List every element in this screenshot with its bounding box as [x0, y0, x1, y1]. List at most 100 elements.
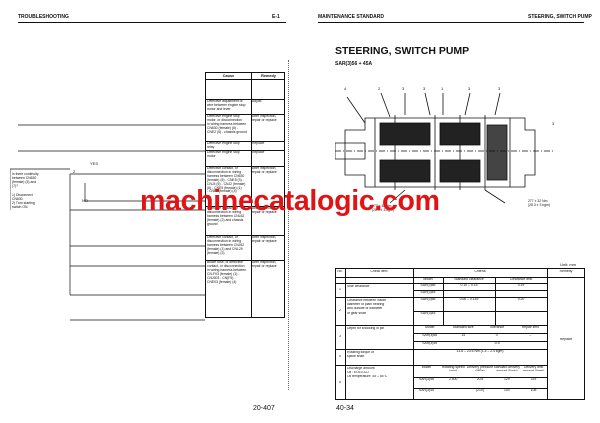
flow-yes-label: YES [90, 161, 99, 166]
callout-2: 2 [378, 86, 381, 91]
criteria-cell: 0.20 [517, 298, 525, 301]
criteria-cell [443, 291, 495, 296]
remedy-cell: After inspection,repair or replace [252, 261, 277, 268]
criteria-cell: -0.5 [493, 342, 500, 345]
remedy-cell: Adjust [252, 100, 262, 103]
criteria-cell [447, 342, 481, 347]
callout-1: 1 [441, 86, 444, 91]
left-header-title: TROUBLESHOOTING [18, 14, 69, 20]
row-rule [335, 365, 547, 366]
header-no: No. [337, 270, 343, 273]
header-rule [335, 277, 585, 278]
table-row-divider [205, 114, 285, 115]
torque-note-left: 277 ± 32 Nm (28.3 ± 3 kgm) [372, 204, 394, 212]
callout-3c: 3 [468, 86, 471, 91]
col-remedy-header: Remedy [252, 73, 285, 80]
criteria-subrule [413, 341, 547, 342]
maintenance-table [335, 268, 585, 400]
criteria-cell: SAR(3)45 [420, 312, 436, 315]
criteria-subrule [413, 290, 547, 291]
remedy-cell: After inspection,repair or replace [252, 207, 277, 214]
check-item-text: Discharge amount [347, 367, 375, 370]
criteria-cell: 0.06 – 0.149 [459, 298, 479, 301]
check-item-text: Side clearance [347, 285, 370, 288]
criteria-cell: 13.8 – 23.6 Nm (1.4 – 2.4 kgm) [456, 350, 504, 353]
criteria-subrule [413, 333, 547, 334]
criteria-cell: Model [421, 366, 432, 369]
watermark-text: machinecatalogic.com [140, 185, 440, 217]
flow-question: Is there continuity between CN630 (femal… [12, 172, 39, 188]
table-row-divider [205, 141, 285, 142]
cause-remedy-table: Cause Remedy [205, 72, 285, 318]
remedy-cell: Replace [559, 338, 573, 341]
criteria-cell: 14 [461, 334, 466, 337]
column-divider [251, 80, 252, 318]
criteria-cell: 2,500 [448, 377, 458, 381]
row-number: 2 [339, 309, 341, 312]
row-rule [335, 283, 547, 284]
left-page-number: 20-407 [253, 405, 275, 412]
left-header-code: E-1 [272, 14, 280, 20]
criteria-cell: 0 [495, 334, 498, 337]
row-rule [335, 297, 547, 298]
check-item-text: Rotating torque of [347, 351, 374, 354]
criteria-cell: SAR(3)56 [422, 334, 438, 337]
criteria-subrule [413, 388, 547, 390]
criteria-cell: SAR(3)45 [420, 291, 436, 294]
check-item-text: Oil temperature: 45 – 55°C [347, 375, 388, 379]
row-rule [335, 349, 547, 350]
callout-3d: 3 [498, 86, 501, 91]
table-row-divider [205, 150, 285, 151]
page-title: STEERING, SWITCH PUMP [335, 45, 470, 57]
right-header-rule [318, 22, 584, 23]
left-page-edge [288, 60, 289, 390]
criteria-cell [440, 389, 467, 394]
col-divider-no [345, 268, 346, 400]
criteria-cell: 20.6 [476, 377, 484, 381]
row-rule [335, 325, 547, 326]
remedy-cell: After inspection,repair or replace [252, 236, 277, 243]
unit-label: Unit: mm [560, 262, 576, 267]
flow-node-number: 2 [73, 169, 76, 174]
table-row-divider [205, 99, 285, 100]
criteria-cell: 104 [503, 389, 510, 393]
header-criteria: Criteria [474, 270, 486, 273]
check-item-text: spline shaft [347, 355, 365, 359]
criteria-cell: 108 [530, 389, 537, 393]
criteria-cell: SAR(3)56 [418, 377, 434, 381]
row-number: 4 [339, 355, 341, 358]
right-header-right: STEERING, SWITCH PUMP [528, 14, 592, 20]
subcol-divider [495, 277, 496, 325]
criteria-cell: SAR(3)56 [420, 284, 436, 287]
header-remedy: Remedy [559, 270, 573, 273]
subheader-cell: Standard clearance [454, 278, 484, 281]
criteria-cell: SAR(3)45 [422, 342, 438, 345]
criteria-subrule [413, 376, 547, 378]
row-number: 3 [339, 335, 341, 338]
left-header-rule [18, 22, 286, 23]
check-item-text: of gear shaft [347, 311, 366, 315]
check-item-text: diameter of plain bearing [347, 303, 385, 307]
criteria-cell: Delivery pressure (MPa) [466, 366, 494, 371]
col-divider-criteria [547, 268, 548, 400]
criteria-cell [443, 312, 495, 317]
callout-3e: 3 [552, 121, 555, 126]
right-page-number: 40-34 [336, 405, 354, 412]
page-subtitle: SAR(3)56 + 45A [335, 61, 373, 67]
table-row-divider [205, 260, 285, 261]
criteria-cell: Standard delivery amount (l/min) [493, 366, 520, 371]
check-item-text: Depth for knocking in pin [347, 327, 385, 330]
criteria-cell: 119 [530, 377, 537, 381]
criteria-cell: Tolerance [489, 326, 505, 329]
remedy-cell: After inspection,repair or replace [252, 167, 277, 174]
flow-steps: 1) Disconnect CN630. 2) Turn starting sw… [12, 193, 35, 209]
flowchart-lines [10, 124, 205, 321]
subheader-cell: Model [423, 278, 433, 281]
subcol-divider [443, 277, 444, 325]
remedy-cell: Replace [252, 151, 265, 154]
